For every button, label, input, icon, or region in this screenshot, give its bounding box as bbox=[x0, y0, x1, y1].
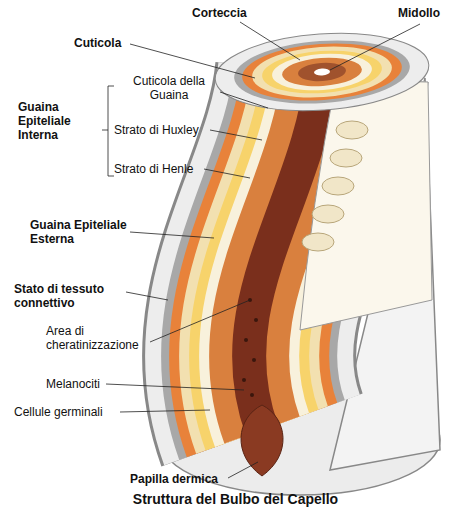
structure-label: Papilla dermica bbox=[130, 472, 240, 486]
dermal-papilla bbox=[241, 405, 283, 476]
layer-label: Strato di Henle bbox=[114, 162, 214, 176]
structure-label: Cuticola bbox=[74, 36, 144, 50]
layer-label: Cuticola della Guaina bbox=[114, 74, 224, 102]
layer-label: Strato di Huxley bbox=[114, 123, 214, 137]
sheath-label: Guaina Epiteliale Interna bbox=[18, 100, 102, 142]
keratinization-area bbox=[242, 298, 258, 397]
structure-label: Midollo bbox=[398, 6, 468, 20]
tissue-label: Stato di tessuto connettivo bbox=[14, 282, 130, 310]
follicle-body bbox=[160, 72, 440, 495]
area-label: Area di cheratinizzazione bbox=[46, 324, 166, 352]
structure-label: Corteccia bbox=[192, 6, 272, 20]
top-cross-section bbox=[213, 27, 432, 118]
leader-lines bbox=[102, 22, 420, 478]
cell-label: Cellule germinali bbox=[14, 405, 124, 419]
sheath-label: Guaina Epiteliale Esterna bbox=[30, 218, 140, 246]
cell-label: Melanociti bbox=[46, 377, 116, 391]
figure-caption: Struttura del Bulbo del Capello bbox=[40, 491, 431, 508]
cut-face bbox=[300, 80, 432, 330]
